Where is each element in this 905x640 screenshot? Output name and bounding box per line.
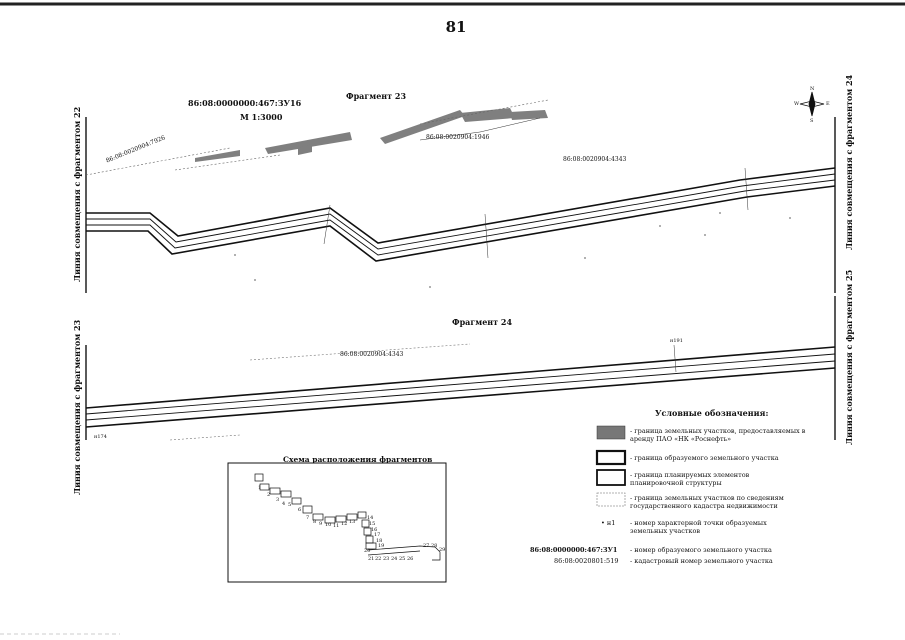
scheme-number: 20 [364,548,371,554]
point-label: н191 [670,338,683,344]
scheme-number: 2 [267,492,271,498]
scheme-number: 13 [349,519,356,525]
scheme-number: 29 [439,547,446,553]
scheme-number: 19 [378,543,385,549]
scheme-number: 8 [313,519,317,525]
scheme-number: 23 [383,556,390,562]
scheme-number: 16 [371,527,378,533]
scheme-number: 12 [341,521,348,527]
scheme-frame [227,462,447,583]
legend-gkn-icon [596,492,626,507]
north-arrow-e: E [826,101,830,107]
rental-parcel-hatch [195,108,548,162]
page-number: 81 [445,18,467,36]
scheme-number: 9 [319,521,323,527]
fragment23-title: Фрагмент 23 [346,91,407,101]
fragment24-title: Фрагмент 24 [452,317,513,327]
legend-cadastral-symbol: 86:08:0020801:519 [554,557,619,565]
point-label: н174 [94,434,107,440]
align-line-label: Линия совмещения с фрагментом 25 [844,269,854,445]
legend-hatch-icon [596,425,626,440]
scheme-number: 1 [258,485,262,491]
cadastral-label: 86:08:0020904:1946 [426,134,490,141]
north-arrow-icon [799,91,825,117]
north-arrow-n: N [810,86,815,92]
scheme-number: 14 [367,515,374,521]
scheme-number: 28 [431,543,438,549]
scheme-number: 3 [276,497,280,503]
scheme-number: 18 [376,538,383,544]
frag24-corridor [85,346,836,428]
scheme-number: 25 [399,556,406,562]
scheme-number: 17 [374,532,381,538]
parcel-number: 86:08:0000000:467:ЗУ16 [188,98,302,108]
scheme-number: 15 [369,521,376,527]
scheme-number: 10 [325,522,332,528]
scheme-path [254,473,441,561]
north-arrow-w: W [794,101,800,107]
legend-point-symbol: • н1 [601,519,616,527]
align-line-label: Линия совмещения с фрагментом 22 [72,106,82,282]
scheme-number: 21 [368,556,375,562]
scheme-number: 4 [282,501,286,507]
cadastral-label: 86:08:0020904:4343 [340,351,404,358]
scheme-number: 7 [306,515,310,521]
legend-parcel-symbol: 86:08:0000000:467:ЗУ1 [530,546,618,554]
scheme-number: 6 [298,507,302,513]
scheme-number: 26 [407,556,414,562]
align-line-label: Линия совмещения с фрагментом 23 [72,319,82,495]
scheme-number: 24 [391,556,398,562]
noise-dots [234,212,791,288]
scheme-number: 27 [423,543,430,549]
north-arrow-s: S [810,118,814,124]
align-line-label: Линия совмещения с фрагментом 24 [844,74,854,250]
scheme-title: Схема расположения фрагментов [283,455,433,464]
cadastral-label: 86:08:0020904:4343 [563,156,627,163]
map-scale: М 1:3000 [240,112,283,122]
scheme-number: 11 [333,523,340,529]
legend-structure-icon [596,469,626,486]
scheme-number: 22 [375,556,382,562]
legend-parcel-icon [595,449,627,466]
frag23-corridor [86,167,836,262]
legend-title: Условные обозначения: [655,408,769,418]
scheme-number: 5 [288,502,292,508]
